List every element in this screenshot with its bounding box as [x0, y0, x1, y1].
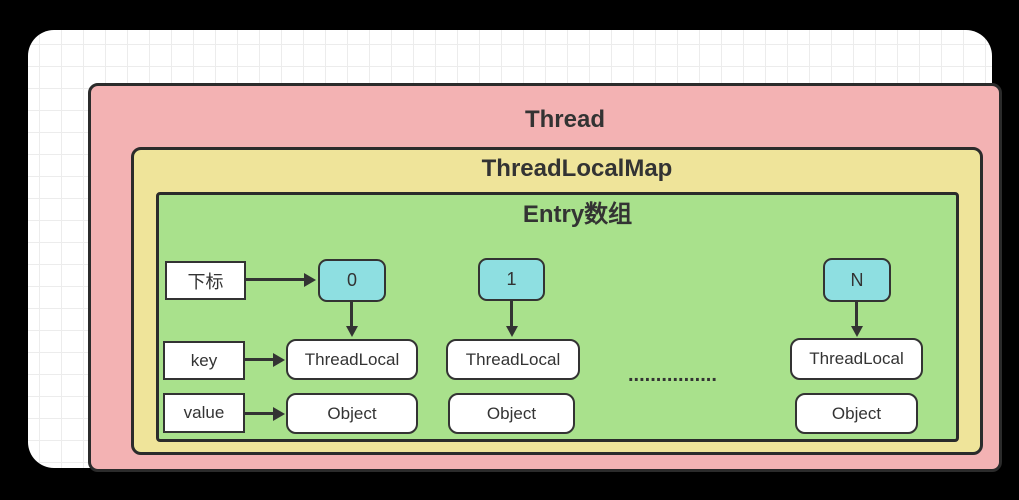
thread-title: Thread	[524, 106, 605, 133]
index-arrow	[246, 278, 304, 281]
key-arrow	[245, 358, 273, 361]
thread-container: Thread ThreadLocalMap Entry数组 下标 key val…	[88, 83, 1002, 472]
threadlocal-box-n: ThreadLocal	[790, 338, 923, 380]
threadlocalmap-container: ThreadLocalMap Entry数组 下标 key value 0 Th…	[131, 147, 983, 455]
slot-box-1: 1	[478, 258, 545, 301]
slot-box-0: 0	[318, 259, 386, 302]
threadlocal-box-1: ThreadLocal	[446, 339, 580, 380]
slot-0-down-arrow	[350, 302, 353, 326]
value-arrow	[245, 412, 273, 415]
grid-card: Thread ThreadLocalMap Entry数组 下标 key val…	[28, 30, 1002, 472]
entry-array-container: Entry数组 下标 key value 0 ThreadLocal Objec…	[156, 192, 959, 442]
object-box-1: Object	[448, 393, 575, 434]
object-box-n: Object	[795, 393, 918, 434]
key-label-box: key	[163, 341, 245, 380]
threadlocal-box-0: ThreadLocal	[286, 339, 418, 380]
threadlocalmap-title: ThreadLocalMap	[481, 155, 673, 182]
slot-box-n: N	[823, 258, 891, 302]
index-label-box: 下标	[165, 261, 246, 300]
value-label-box: value	[163, 393, 245, 433]
object-box-0: Object	[286, 393, 418, 434]
entry-array-title: Entry数组	[522, 201, 633, 228]
ellipsis-dots: ................	[628, 364, 717, 386]
slot-n-down-arrow	[855, 302, 858, 326]
slot-1-down-arrow	[510, 301, 513, 326]
